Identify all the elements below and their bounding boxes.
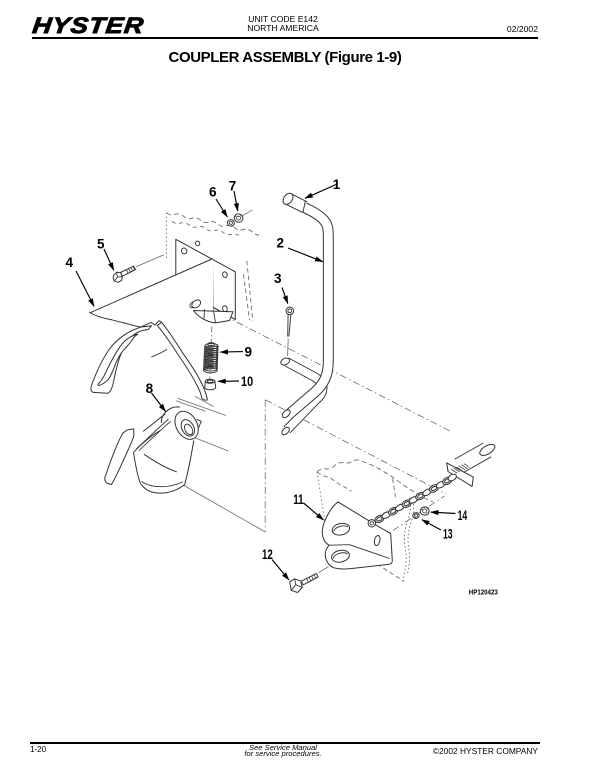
svg-text:4: 4	[66, 255, 74, 270]
svg-text:1: 1	[333, 177, 341, 192]
svg-text:10: 10	[241, 374, 253, 389]
svg-text:7: 7	[229, 178, 237, 193]
svg-text:6: 6	[209, 184, 217, 199]
svg-text:HP120423: HP120423	[469, 587, 498, 596]
svg-text:3: 3	[274, 271, 282, 286]
svg-text:5: 5	[97, 237, 105, 252]
svg-text:2: 2	[277, 235, 285, 250]
svg-text:9: 9	[245, 345, 253, 360]
svg-text:11: 11	[293, 492, 304, 507]
svg-text:8: 8	[146, 381, 154, 396]
svg-text:12: 12	[262, 547, 273, 562]
svg-text:14: 14	[458, 508, 468, 523]
svg-text:13: 13	[443, 527, 453, 542]
